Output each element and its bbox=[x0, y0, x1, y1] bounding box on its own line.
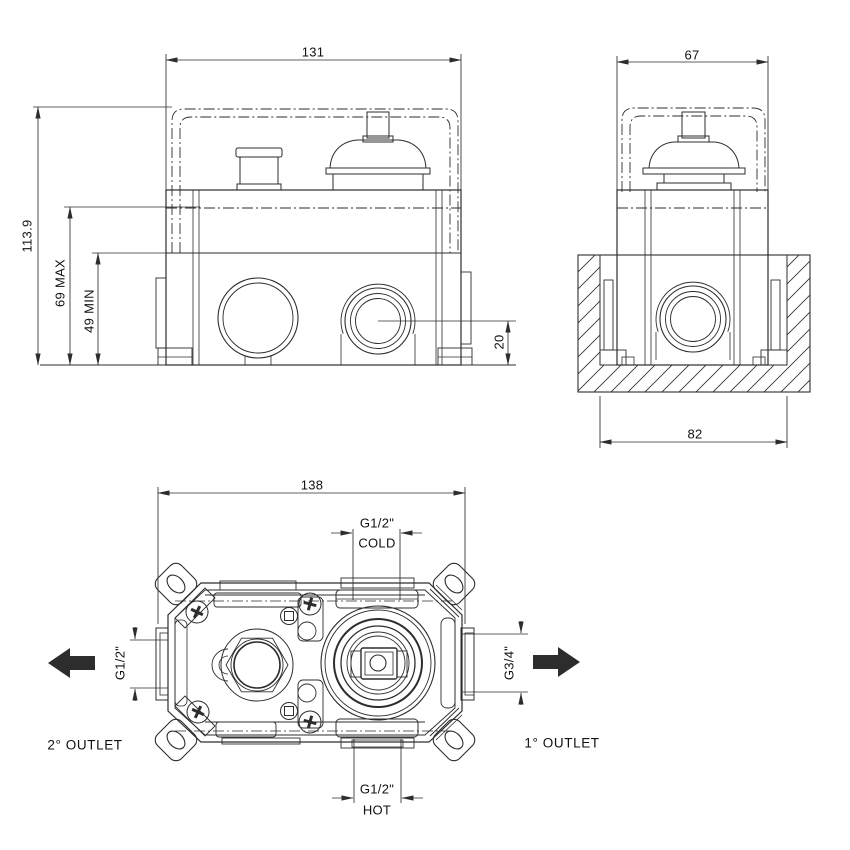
plan-view-fasteners bbox=[185, 592, 322, 734]
phillips-screw bbox=[185, 600, 209, 624]
phillips-screw bbox=[298, 710, 322, 734]
side-view-body bbox=[599, 189, 788, 366]
square-plug bbox=[280, 702, 298, 720]
front-width-dim-label: 131 bbox=[301, 44, 325, 60]
hot-port-label: HOT bbox=[362, 802, 392, 818]
front-outlet-height-label: 20 bbox=[491, 334, 507, 350]
mounting-ear bbox=[154, 718, 198, 762]
side-width-dim-label: 67 bbox=[684, 47, 700, 63]
plan-view-secondary-port bbox=[211, 628, 294, 702]
front-height-dim-label: 113.9 bbox=[19, 219, 35, 253]
flow-arrows bbox=[48, 647, 580, 678]
front-view-plaster-frame bbox=[171, 108, 459, 253]
phillips-screw bbox=[186, 700, 210, 724]
square-plug bbox=[280, 607, 298, 625]
side-view-dimensions bbox=[599, 56, 788, 448]
front-view-ports bbox=[217, 277, 416, 365]
plan-view-main-valve bbox=[320, 605, 436, 721]
plan-view-dimensions bbox=[130, 487, 528, 803]
outlet1-thread-label: G3/4" bbox=[501, 645, 517, 681]
plan-view bbox=[48, 487, 580, 803]
plan-view-body bbox=[154, 562, 476, 762]
hot-thread-label: G1/2" bbox=[359, 781, 395, 797]
right-flow-arrow bbox=[533, 647, 580, 677]
side-view-cap bbox=[642, 111, 746, 191]
front-view-body bbox=[155, 189, 473, 366]
front-depth-max-label: 69 MAX bbox=[52, 258, 68, 308]
front-view-caps bbox=[235, 111, 431, 191]
side-view-plaster-frame bbox=[621, 107, 766, 192]
mounting-ear bbox=[432, 718, 476, 762]
plan-width-dim-label: 138 bbox=[300, 477, 324, 493]
outlet1-text-label: 1° OUTLET bbox=[524, 735, 600, 751]
pilot-hole bbox=[297, 621, 317, 641]
front-depth-min-label: 49 MIN bbox=[81, 289, 97, 333]
pilot-hole bbox=[297, 683, 317, 703]
left-flow-arrow bbox=[48, 648, 95, 678]
outlet2-text-label: 2° OUTLET bbox=[47, 737, 123, 753]
cold-port-label: COLD bbox=[358, 535, 396, 551]
front-view-dimensions bbox=[33, 54, 516, 366]
outlet2-thread-label: G1/2" bbox=[112, 645, 128, 681]
front-view bbox=[33, 54, 516, 366]
side-recess-dim-label: 82 bbox=[687, 426, 703, 442]
side-view bbox=[577, 56, 811, 448]
cold-thread-label: G1/2" bbox=[359, 515, 395, 531]
side-view-port bbox=[655, 281, 731, 360]
phillips-screw bbox=[298, 592, 322, 616]
